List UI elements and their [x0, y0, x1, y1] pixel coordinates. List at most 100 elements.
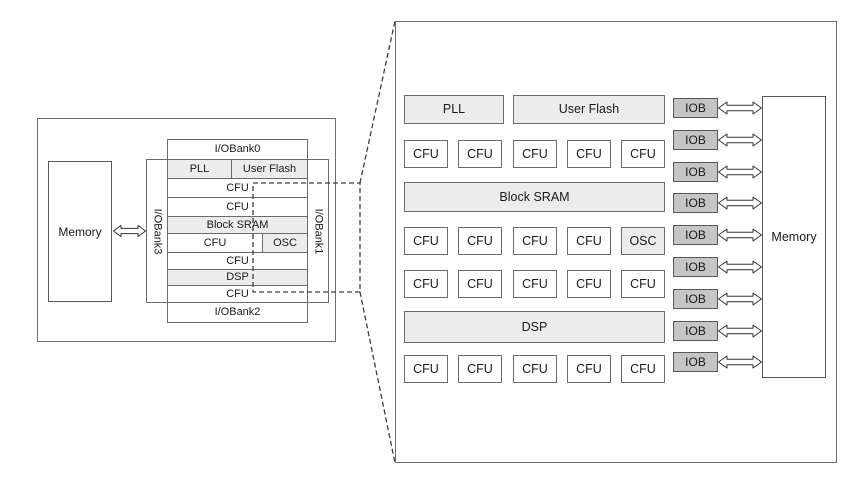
- iob-box: IOB: [673, 257, 718, 277]
- cfu-box: CFU: [404, 227, 448, 255]
- iob-label: IOB: [685, 292, 706, 306]
- detail-osc-label: OSC: [629, 233, 657, 248]
- overview-memory-block: Memory: [48, 161, 112, 302]
- cfu-label: CFU: [413, 233, 439, 248]
- overview-cfu-label: CFU: [226, 287, 249, 300]
- cfu-box: CFU: [621, 270, 665, 298]
- iob-label: IOB: [685, 101, 706, 115]
- overview-cfu-row-3: CFU: [167, 233, 263, 253]
- cfu-label: CFU: [630, 276, 656, 291]
- cfu-label: CFU: [467, 146, 493, 161]
- cfu-box: CFU: [458, 355, 502, 383]
- cfu-label: CFU: [576, 361, 602, 376]
- iob-box: IOB: [673, 321, 718, 341]
- overview-memory-label: Memory: [58, 224, 102, 239]
- cfu-box: CFU: [513, 270, 557, 298]
- iob-box: IOB: [673, 225, 718, 245]
- iobank3-strip: I/OBank3: [146, 159, 168, 303]
- overview-pll-label: PLL: [189, 162, 210, 175]
- iob-label: IOB: [685, 324, 706, 338]
- cfu-label: CFU: [522, 361, 548, 376]
- cfu-label: CFU: [413, 276, 439, 291]
- cfu-box: CFU: [458, 227, 502, 255]
- overview-cfu-row-5: CFU: [167, 285, 308, 303]
- overview-cfu-row-2: CFU: [167, 197, 308, 217]
- iob-box: IOB: [673, 130, 718, 150]
- cfu-box: CFU: [513, 227, 557, 255]
- cfu-label: CFU: [413, 361, 439, 376]
- cfu-label: CFU: [467, 361, 493, 376]
- iob-label: IOB: [685, 133, 706, 147]
- overview-cfu-label: CFU: [203, 236, 227, 249]
- detail-panel: [395, 21, 837, 463]
- detail-memory-label: Memory: [771, 229, 817, 244]
- overview-dsp-row: DSP: [167, 269, 308, 286]
- cfu-box: CFU: [567, 227, 611, 255]
- overview-block-sram-label: Block SRAM: [206, 218, 269, 231]
- overview-cfu-label: CFU: [226, 254, 249, 267]
- overview-user-flash-label: User Flash: [242, 162, 297, 175]
- cfu-box: CFU: [404, 270, 448, 298]
- iob-label: IOB: [685, 228, 706, 242]
- iob-box: IOB: [673, 162, 718, 182]
- iobank1-strip: I/OBank1: [307, 159, 329, 303]
- iobank3-label: I/OBank3: [151, 208, 164, 254]
- zoom-connector-top: [359, 20, 396, 184]
- iobank1-label: I/OBank1: [312, 208, 325, 254]
- overview-user-flash-cell: User Flash: [231, 159, 308, 179]
- cfu-label: CFU: [576, 146, 602, 161]
- iobank0-label: I/OBank0: [214, 143, 261, 155]
- detail-pll-label: PLL: [442, 102, 466, 117]
- cfu-box: CFU: [621, 355, 665, 383]
- overview-osc-label: OSC: [273, 236, 297, 249]
- detail-dsp-block: DSP: [404, 311, 665, 343]
- cfu-label: CFU: [413, 146, 439, 161]
- iob-label: IOB: [685, 165, 706, 179]
- cfu-label: CFU: [576, 276, 602, 291]
- overview-cfu-label: CFU: [226, 181, 249, 194]
- cfu-box: CFU: [404, 355, 448, 383]
- cfu-box: CFU: [621, 140, 665, 168]
- detail-user-flash-label: User Flash: [558, 102, 620, 117]
- iob-box: IOB: [673, 352, 718, 372]
- detail-block-sram-block: Block SRAM: [404, 182, 665, 212]
- cfu-box: CFU: [567, 140, 611, 168]
- detail-osc-block: OSC: [621, 227, 665, 255]
- detail-pll-block: PLL: [404, 95, 504, 124]
- cfu-box: CFU: [458, 140, 502, 168]
- cfu-label: CFU: [522, 233, 548, 248]
- iob-box: IOB: [673, 98, 718, 118]
- overview-pll-cell: PLL: [167, 159, 232, 179]
- iob-box: IOB: [673, 193, 718, 213]
- cfu-box: CFU: [567, 270, 611, 298]
- overview-osc-cell: OSC: [262, 233, 308, 253]
- overview-dsp-label: DSP: [226, 271, 249, 283]
- detail-user-flash-block: User Flash: [513, 95, 665, 124]
- detail-block-sram-label: Block SRAM: [499, 189, 570, 204]
- cfu-box: CFU: [513, 355, 557, 383]
- cfu-label: CFU: [630, 361, 656, 376]
- overview-block-sram-row: Block SRAM: [167, 216, 308, 234]
- cfu-label: CFU: [522, 276, 548, 291]
- overview-cfu-label: CFU: [226, 200, 249, 213]
- iobank2-label: I/OBank2: [214, 306, 261, 318]
- cfu-box: CFU: [567, 355, 611, 383]
- cfu-box: CFU: [404, 140, 448, 168]
- detail-memory-block: Memory: [762, 96, 826, 378]
- cfu-label: CFU: [576, 233, 602, 248]
- cfu-label: CFU: [522, 146, 548, 161]
- iob-label: IOB: [685, 355, 706, 369]
- iob-label: IOB: [685, 260, 706, 274]
- iobank0-strip: I/OBank0: [167, 139, 308, 160]
- iob-box: IOB: [673, 289, 718, 309]
- zoom-connector-bottom: [359, 291, 396, 464]
- overview-cfu-row-4: CFU: [167, 252, 308, 270]
- cfu-label: CFU: [630, 146, 656, 161]
- detail-dsp-label: DSP: [521, 319, 548, 334]
- cfu-label: CFU: [467, 276, 493, 291]
- iob-label: IOB: [685, 196, 706, 210]
- cfu-box: CFU: [458, 270, 502, 298]
- cfu-label: CFU: [467, 233, 493, 248]
- iobank2-strip: I/OBank2: [167, 302, 308, 323]
